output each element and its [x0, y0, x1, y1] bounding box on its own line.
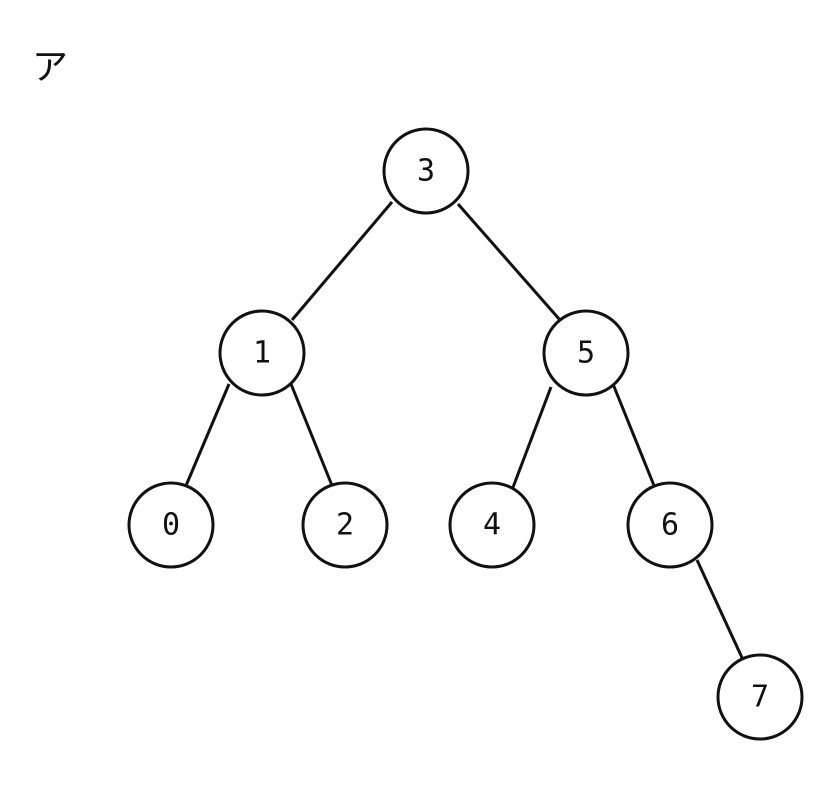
edge-5-4 [510, 386, 553, 491]
node-label: 5 [577, 336, 595, 371]
tree-node: 3 [382, 127, 470, 215]
node-label: 2 [336, 508, 354, 543]
node-label: 4 [483, 508, 501, 543]
tree-node: 2 [301, 481, 389, 569]
edge-1-2 [289, 383, 335, 489]
node-label: 0 [162, 508, 180, 543]
node-label: 6 [661, 508, 679, 543]
node-label: 1 [253, 336, 271, 371]
tree-node: 7 [716, 653, 804, 741]
figure-label: ア [32, 47, 69, 88]
edge-3-5 [456, 203, 562, 321]
edge-3-1 [290, 201, 394, 321]
edge-1-0 [183, 383, 231, 489]
tree-edges [183, 201, 746, 663]
edge-5-6 [611, 383, 657, 489]
node-label: 3 [417, 154, 435, 189]
edge-6-7 [695, 559, 746, 663]
tree-node: 6 [626, 481, 714, 569]
tree-node: 5 [542, 309, 630, 397]
tree-node: 1 [218, 309, 306, 397]
tree-node: 4 [448, 481, 536, 569]
tree-node: 0 [127, 481, 215, 569]
node-label: 7 [751, 680, 769, 715]
